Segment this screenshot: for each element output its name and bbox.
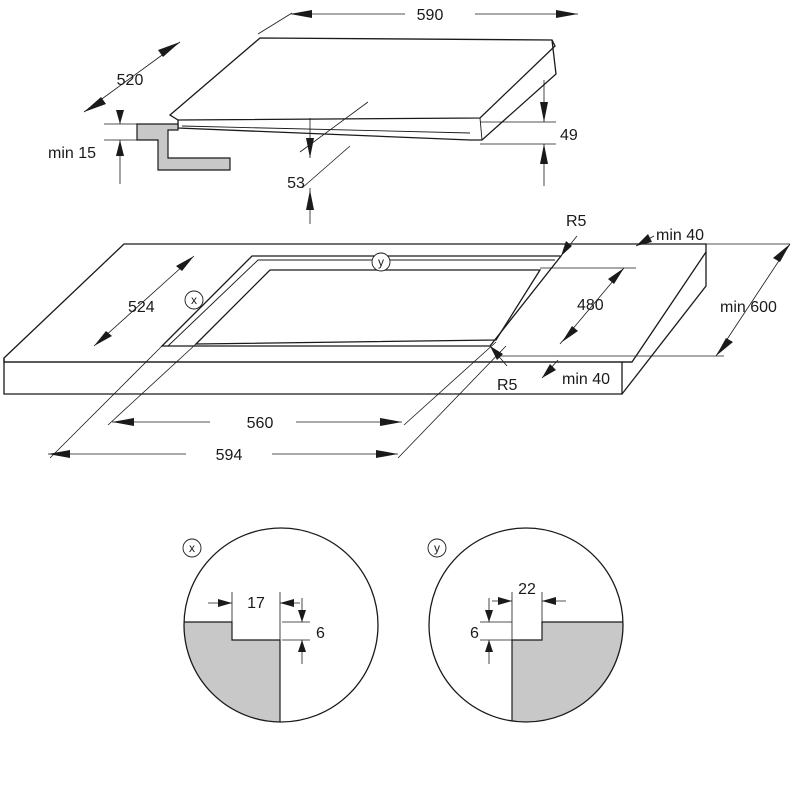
marker-x: x bbox=[184, 290, 204, 310]
hob-height-label: 49 bbox=[560, 127, 578, 144]
detail-x-circle bbox=[183, 527, 379, 723]
dim-hob-height: 49 bbox=[480, 80, 578, 186]
detail-y-width-label: 22 bbox=[518, 581, 536, 598]
detail-x-depth-label: 6 bbox=[316, 625, 325, 642]
arrow bbox=[218, 599, 232, 607]
rebate-depth-label: 524 bbox=[128, 299, 155, 316]
dim-min-rear: min 40 bbox=[561, 227, 790, 247]
dim-min-clearance: min 15 bbox=[48, 110, 137, 184]
arrow-min-rear bbox=[636, 234, 652, 246]
marker-x-label: x bbox=[191, 293, 197, 307]
arrow-top bbox=[773, 244, 790, 262]
detail-y-marker-label: y bbox=[434, 541, 440, 555]
arrow-top bbox=[608, 268, 624, 284]
arrow-up bbox=[540, 144, 548, 164]
cut-width-label: 560 bbox=[247, 415, 274, 432]
arrow bbox=[485, 640, 493, 652]
marker-y: y bbox=[371, 252, 391, 272]
detail-x-worktop bbox=[184, 621, 281, 722]
detail-y-circle bbox=[428, 527, 624, 723]
detail-y-depth-label: 6 bbox=[470, 625, 479, 642]
dim-min-front: min 40 bbox=[496, 355, 724, 388]
hob-glass-top bbox=[168, 37, 556, 121]
arrow bbox=[280, 599, 294, 607]
arrow-down bbox=[540, 102, 548, 122]
arrow-up bbox=[116, 140, 124, 156]
marker-y-label: y bbox=[378, 255, 384, 269]
min-rear-label: min 40 bbox=[656, 227, 704, 244]
dim-cut-width: 560 bbox=[107, 341, 497, 432]
min-clearance-label: min 15 bbox=[48, 145, 96, 162]
arrow-radius bbox=[490, 346, 503, 360]
radius-front-label: R5 bbox=[497, 377, 518, 394]
detail-y: y 22 6 bbox=[427, 527, 624, 723]
arrow-down bbox=[306, 138, 314, 158]
arrow-down bbox=[116, 110, 124, 124]
dim-rebate-width: 594 bbox=[48, 345, 507, 464]
hob-body bbox=[168, 37, 557, 141]
arrow-left bbox=[112, 418, 134, 426]
arrow-right bbox=[376, 450, 398, 458]
cut-depth-label: 480 bbox=[577, 297, 604, 314]
dim-cut-depth: 480 bbox=[540, 267, 636, 345]
hob-depth-label: 520 bbox=[117, 72, 144, 89]
arrow-up bbox=[306, 190, 314, 210]
arrow-min-front bbox=[542, 364, 556, 378]
min-front-label: min 40 bbox=[562, 371, 610, 388]
arrow-left bbox=[48, 450, 70, 458]
dim-under-height: 53 bbox=[287, 101, 369, 224]
dim-rebate-depth: 524 bbox=[93, 255, 195, 347]
hob-width-label: 590 bbox=[417, 7, 444, 24]
arrow-bottom bbox=[562, 326, 578, 342]
arrow-bottom bbox=[84, 97, 106, 112]
hob-frame bbox=[177, 39, 557, 141]
arrow-top bbox=[158, 42, 180, 57]
worktop-front-edge bbox=[3, 358, 623, 395]
rebate-inner-edge bbox=[167, 259, 555, 347]
cutout-outline bbox=[194, 269, 542, 345]
detail-x: x 17 6 bbox=[182, 527, 379, 723]
arrow bbox=[542, 597, 556, 605]
dim-radius-rear: R5 bbox=[560, 213, 587, 257]
arrow-right bbox=[380, 418, 402, 426]
arrow bbox=[298, 640, 306, 652]
detail-x-marker bbox=[182, 538, 202, 558]
arrow-bottom bbox=[716, 338, 733, 356]
arrow bbox=[498, 597, 512, 605]
worktop bbox=[3, 243, 707, 395]
arrow-top bbox=[176, 256, 194, 271]
detail-y-marker bbox=[427, 538, 447, 558]
radius-rear-label: R5 bbox=[566, 213, 587, 230]
under-height-label: 53 bbox=[287, 175, 305, 192]
arrow-bottom bbox=[94, 331, 112, 346]
rebate-width-label: 594 bbox=[216, 447, 243, 464]
hob-profile-bracket bbox=[136, 123, 231, 171]
bracket-shape bbox=[136, 123, 231, 171]
arrow-left bbox=[290, 10, 312, 18]
dim-min-depth: min 600 bbox=[715, 243, 791, 357]
hob-frame-edge bbox=[479, 117, 483, 141]
worktop-right-edge bbox=[621, 252, 707, 395]
arrow-right bbox=[556, 10, 578, 18]
detail-x-width-label: 17 bbox=[247, 595, 265, 612]
detail-x-marker-label: x bbox=[189, 541, 195, 555]
arrow bbox=[485, 610, 493, 622]
hob-underside-line bbox=[181, 125, 471, 134]
arrow-radius bbox=[561, 241, 572, 256]
dim-radius-front: R5 bbox=[489, 345, 518, 394]
min-depth-label: min 600 bbox=[720, 299, 777, 316]
dim-hob-depth: 520 bbox=[83, 41, 181, 113]
dim-hob-width: 590 bbox=[257, 7, 578, 35]
arrow bbox=[298, 610, 306, 622]
